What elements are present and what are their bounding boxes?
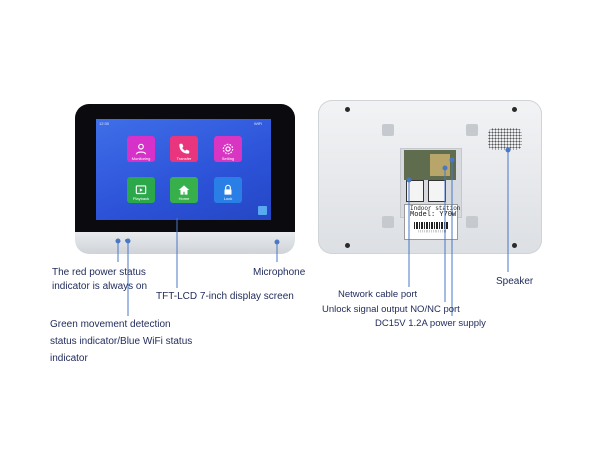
video-icon	[135, 185, 147, 195]
callout-red-power-line2: indicator is always on	[52, 281, 148, 292]
circuit-chip	[430, 154, 450, 176]
sticker-model: Model: Y70W	[410, 211, 457, 219]
sticker-line-1: Indoor station	[410, 205, 461, 212]
barcode-text: ||||||||||||||||	[418, 230, 447, 233]
mount-bracket	[466, 216, 478, 228]
screw	[345, 243, 350, 248]
screw	[512, 107, 517, 112]
gear-icon	[222, 143, 234, 155]
callout-green-line2: status indicator/Blue WiFi status	[50, 336, 193, 347]
screen-corner-button[interactable]	[258, 206, 267, 215]
callout-microphone: Microphone	[253, 267, 306, 278]
lock-icon	[224, 184, 232, 195]
barcode	[414, 222, 448, 229]
terminal-block	[428, 180, 446, 202]
user-icon	[135, 143, 147, 155]
mount-bracket	[382, 124, 394, 136]
app-home[interactable]	[170, 177, 198, 203]
terminal-block	[406, 180, 424, 202]
screw	[345, 107, 350, 112]
callout-network: Network cable port	[338, 289, 418, 300]
screen-status: WiFi	[254, 121, 262, 126]
phone-icon	[179, 143, 190, 154]
callout-speaker: Speaker	[496, 276, 534, 287]
mount-bracket	[382, 216, 394, 228]
callout-power-supply: DC15V 1.2A power supply	[375, 318, 486, 329]
app-label-setting: Setting	[221, 156, 235, 161]
callout-red-power-line1: The red power status	[52, 267, 146, 278]
home-icon	[178, 185, 190, 195]
app-label-home: Home	[178, 196, 190, 201]
app-monitoring[interactable]	[127, 136, 155, 162]
callout-unlock: Unlock signal output NO/NC port	[322, 304, 460, 315]
speaker-grille	[488, 128, 522, 150]
app-transfer[interactable]	[170, 136, 198, 162]
screen-time: 12:30	[99, 121, 110, 126]
display-screen	[96, 119, 271, 220]
power-led	[117, 239, 120, 242]
front-monitor-chin	[75, 232, 295, 254]
callout-display: TFT-LCD 7-inch display screen	[156, 291, 294, 302]
screw	[512, 243, 517, 248]
app-label-lock: Lock	[223, 196, 233, 201]
callout-green-line3: indicator	[50, 353, 88, 364]
app-label-playback: Playback	[132, 196, 150, 201]
microphone-hole	[275, 240, 279, 244]
app-setting[interactable]	[214, 136, 242, 162]
app-label-monitoring: Monitoring	[131, 156, 151, 161]
status-led	[125, 239, 128, 242]
callout-green-line1: Green movement detection	[50, 319, 171, 330]
app-playback[interactable]	[127, 177, 155, 203]
app-label-transfer: Transfer	[176, 156, 192, 161]
mount-bracket	[466, 124, 478, 136]
app-lock[interactable]	[214, 177, 242, 203]
